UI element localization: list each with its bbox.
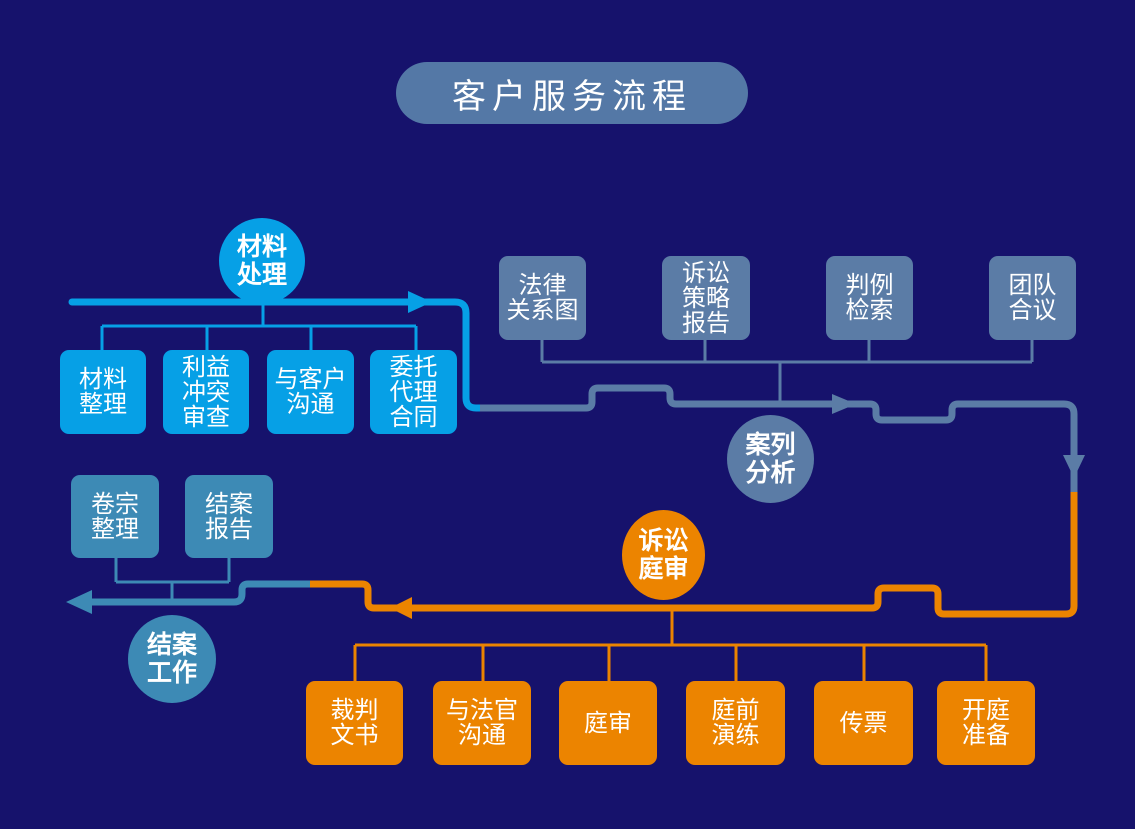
step-box[interactable]: 委托 代理 合同 xyxy=(370,350,457,434)
step-box[interactable]: 庭前 演练 xyxy=(686,681,785,765)
step-box[interactable]: 庭审 xyxy=(559,681,657,765)
step-box[interactable]: 与客户 沟通 xyxy=(267,350,354,434)
stage-node-case-closing[interactable]: 结案 工作 xyxy=(128,615,216,703)
stage1-flow-line xyxy=(68,298,488,412)
step-box[interactable]: 判例 检索 xyxy=(826,256,913,340)
step-box[interactable]: 与法官 沟通 xyxy=(433,681,531,765)
step-box[interactable]: 开庭 准备 xyxy=(937,681,1035,765)
stage-node-material-processing[interactable]: 材料 处理 xyxy=(219,218,305,304)
stage2-arrow xyxy=(832,394,856,414)
stage-node-case-analysis[interactable]: 案列 分析 xyxy=(727,415,814,503)
step-box[interactable]: 法律 关系图 xyxy=(499,256,586,340)
stage1-branches xyxy=(100,302,418,350)
step-box[interactable]: 团队 合议 xyxy=(989,256,1076,340)
stage4-flow-line xyxy=(92,580,310,606)
stage2-down-arrow xyxy=(1063,455,1085,478)
stage3-flow-line xyxy=(308,492,1078,618)
stage3-branches xyxy=(353,608,988,682)
stage2-flow-line xyxy=(480,384,1078,495)
stage4-arrow xyxy=(66,590,92,614)
step-box[interactable]: 材料 整理 xyxy=(60,350,146,434)
step-box[interactable]: 结案 报告 xyxy=(185,475,273,558)
stage1-arrow xyxy=(408,291,432,313)
diagram-title: 客户服务流程 xyxy=(396,62,748,124)
stage3-arrow xyxy=(390,597,412,619)
step-box[interactable]: 传票 xyxy=(814,681,913,765)
stage-node-litigation-trial[interactable]: 诉讼 庭审 xyxy=(622,510,705,600)
stage2-branches xyxy=(540,337,1034,404)
step-box[interactable]: 利益 冲突 审查 xyxy=(163,350,249,434)
step-box[interactable]: 裁判 文书 xyxy=(306,681,403,765)
step-box[interactable]: 卷宗 整理 xyxy=(71,475,159,558)
step-box[interactable]: 诉讼 策略 报告 xyxy=(662,256,750,340)
stage4-branches xyxy=(114,557,231,602)
